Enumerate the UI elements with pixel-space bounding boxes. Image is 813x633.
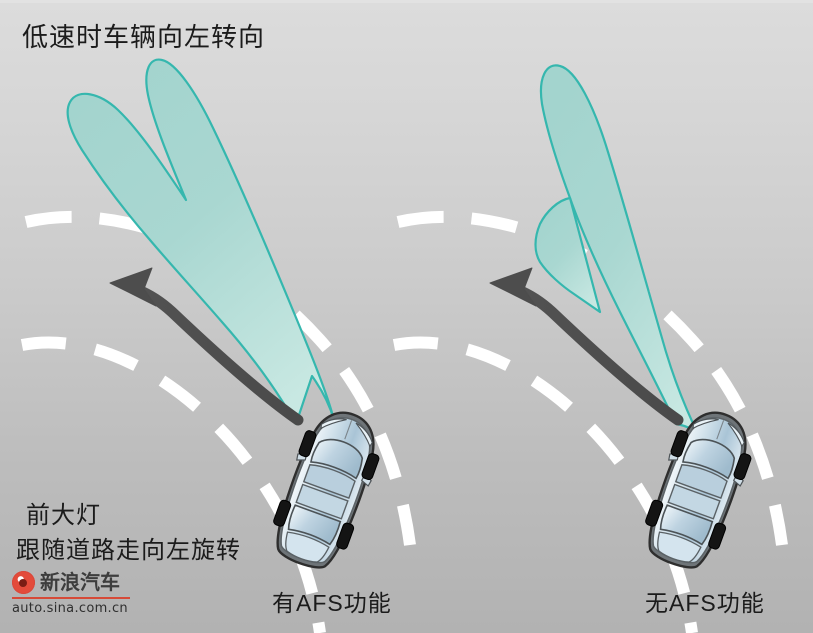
headlight-note-line2: 跟随道路走向左旋转 [16,537,241,564]
light-beam-without-afs [534,64,702,440]
caption-with-afs: 有AFS功能 [272,590,392,616]
watermark-rule [12,597,130,599]
turn-arrow-right [489,267,684,426]
page-title: 低速时车辆向左转向 [22,22,266,52]
turn-arrow-left [109,267,304,426]
caption-without-afs: 无AFS功能 [645,590,765,616]
top-edge-strip [0,0,813,3]
lane-markings-left [20,210,416,633]
headlight-note-line1: 前大灯 [26,502,101,529]
car-with-afs [261,400,392,578]
lane-markings-right [392,210,788,633]
watermark: 新浪汽车 auto.sina.com.cn [12,569,130,619]
sina-flame-icon [12,571,35,594]
car-without-afs [633,400,764,578]
watermark-row: 新浪汽车 [12,569,130,596]
light-beam-with-afs [66,58,336,426]
watermark-brand: 新浪汽车 [40,570,120,594]
watermark-url: auto.sina.com.cn [12,601,128,616]
